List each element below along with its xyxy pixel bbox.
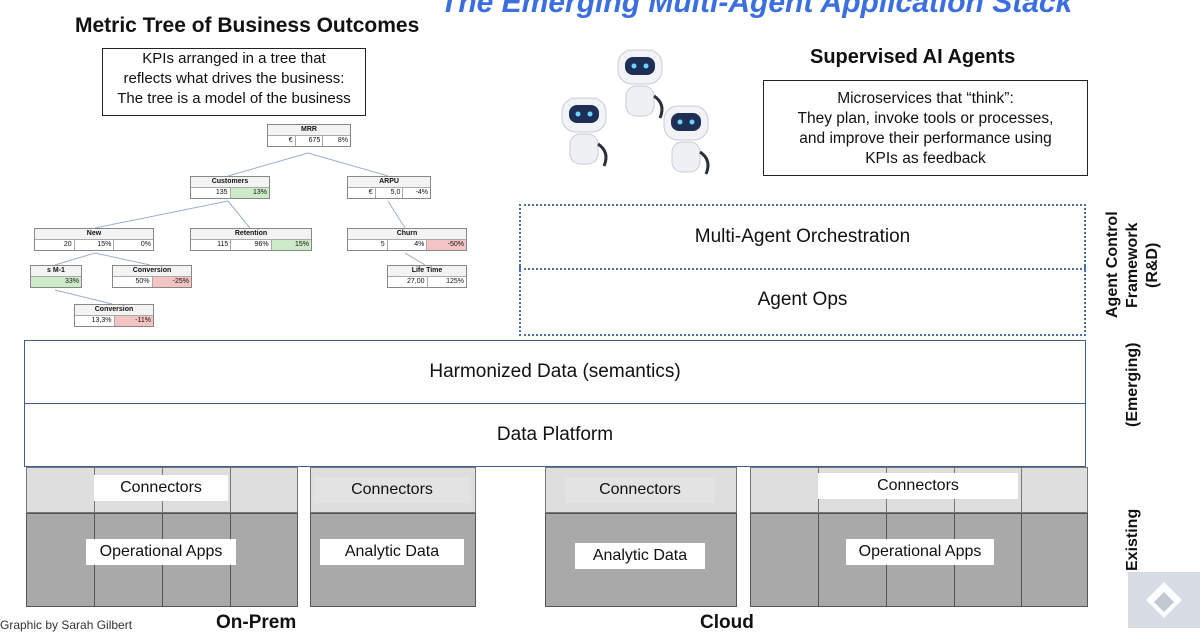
kpi-node-m1: s M-1 33%: [30, 265, 82, 288]
kpi-value: 5,0: [376, 188, 404, 198]
kpi-node-conversion-1: Conversion 50%-25%: [112, 265, 192, 288]
kpi-value: 15%: [75, 240, 115, 250]
framework-line: Framework: [1124, 222, 1141, 308]
credit-text: Graphic by Sarah Gilbert: [0, 618, 133, 632]
kpi-value: 33%: [31, 277, 81, 287]
kpi-value: 13%: [230, 188, 269, 198]
note-line: Microservices that “think”:: [837, 90, 1014, 107]
operational-apps-label: Operational Apps: [846, 539, 994, 565]
existing-label: Existing: [1118, 500, 1148, 580]
connectors-label: Connectors: [314, 477, 470, 503]
kpi-label: s M-1: [31, 266, 81, 277]
on-prem-label: On-Prem: [216, 612, 297, 633]
note-line: The tree is a model of the business: [117, 90, 351, 107]
analytic-data-label: Analytic Data: [575, 543, 705, 569]
kpi-value: 115: [191, 240, 232, 250]
connectors-label: Connectors: [94, 475, 228, 501]
kpi-label: Conversion: [75, 305, 153, 316]
agent-control-framework-label: Agent Control Framework (R&D): [1100, 200, 1166, 330]
kpi-label: Customers: [191, 177, 269, 188]
note-line: reflects what drives the business:: [123, 70, 345, 87]
connectors-label: Connectors: [818, 473, 1018, 499]
kpi-label: Life Time: [388, 266, 466, 277]
kpi-value: -4%: [415, 189, 429, 196]
kpi-label: ARPU: [348, 177, 430, 188]
note-line: and improve their performance using: [799, 130, 1052, 147]
metric-tree-title: Metric Tree of Business Outcomes: [75, 14, 420, 37]
note-line: KPIs arranged in a tree that: [142, 50, 326, 67]
kpi-node-mrr: MRR €675 8%: [267, 124, 351, 147]
cloud-label: Cloud: [700, 612, 754, 633]
tree-connectors: [54, 152, 426, 305]
agents-note: Microservices that “think”: They plan, i…: [763, 80, 1088, 176]
agent-ops-label: Agent Ops: [757, 289, 848, 310]
kpi-value: -11%: [114, 316, 153, 326]
existing-text: Existing: [1124, 508, 1141, 572]
kpi-value: 13,3%: [75, 316, 115, 326]
kpi-value: €: [268, 136, 296, 146]
kpi-label: Retention: [191, 229, 311, 240]
kpi-value: 125%: [446, 278, 464, 285]
emerging-label: (Emerging): [1118, 335, 1148, 435]
kpi-node-arpu: ARPU €5,0 -4%: [347, 176, 431, 199]
orchestration-label: Multi-Agent Orchestration: [694, 226, 911, 247]
connectors-label: Connectors: [565, 477, 715, 503]
kpi-value: 50%: [113, 277, 153, 287]
kpi-label: Conversion: [113, 266, 191, 277]
kpi-value: 5: [348, 240, 388, 250]
source-block-onprem-operational: Connectors Operational Apps: [26, 467, 298, 607]
agent-ops-layer: Agent Ops: [519, 266, 1086, 336]
harmonized-data-layer: Harmonized Data (semantics): [24, 340, 1086, 404]
harmonized-data-label: Harmonized Data (semantics): [429, 361, 681, 382]
page-title: The Emerging Multi-Agent Application Sta…: [440, 0, 1073, 19]
orchestration-layer: Multi-Agent Orchestration: [519, 204, 1086, 270]
kpi-value: 4%: [388, 240, 428, 250]
kpi-value: 675: [296, 136, 324, 146]
framework-line: (R&D): [1144, 242, 1161, 288]
kpi-label: New: [35, 229, 153, 240]
data-platform-label: Data Platform: [496, 424, 614, 445]
kpi-node-lifetime: Life Time 27,00 125%: [387, 265, 467, 288]
data-platform-layer: Data Platform: [24, 403, 1086, 467]
source-block-onprem-analytic: Connectors Analytic Data: [310, 467, 476, 607]
operational-apps-label: Operational Apps: [86, 539, 236, 565]
robot-agents-illustration: [560, 48, 710, 176]
analytic-data-label: Analytic Data: [320, 539, 464, 565]
metric-tree-note: KPIs arranged in a tree that reflects wh…: [102, 48, 366, 116]
note-line: KPIs as feedback: [865, 150, 986, 167]
kpi-value: 20: [35, 240, 75, 250]
source-block-cloud-operational: Connectors Operational Apps: [750, 467, 1088, 607]
kpi-value: 8%: [337, 137, 349, 144]
kpi-value: 15%: [271, 240, 311, 250]
source-block-cloud-analytic: Connectors Analytic Data: [545, 467, 737, 607]
kpi-label: Churn: [348, 229, 466, 240]
kpi-node-conversion-2: Conversion 13,3%-11%: [74, 304, 154, 327]
kpi-value: €: [348, 188, 376, 198]
kpi-value: 135: [191, 188, 231, 198]
framework-line: Agent Control: [1104, 211, 1121, 319]
agents-title: Supervised AI Agents: [810, 46, 1016, 68]
note-line: They plan, invoke tools or processes,: [797, 110, 1054, 127]
kpi-value: 96%: [231, 240, 272, 250]
kpi-value: 0%: [140, 241, 152, 248]
emerging-text: (Emerging): [1124, 342, 1141, 428]
kpi-label: MRR: [268, 125, 350, 136]
kpi-value: -50%: [427, 240, 467, 250]
kpi-value: 27,00: [388, 277, 428, 287]
kpi-value: -25%: [152, 277, 191, 287]
brand-logo-icon: [1128, 572, 1200, 628]
